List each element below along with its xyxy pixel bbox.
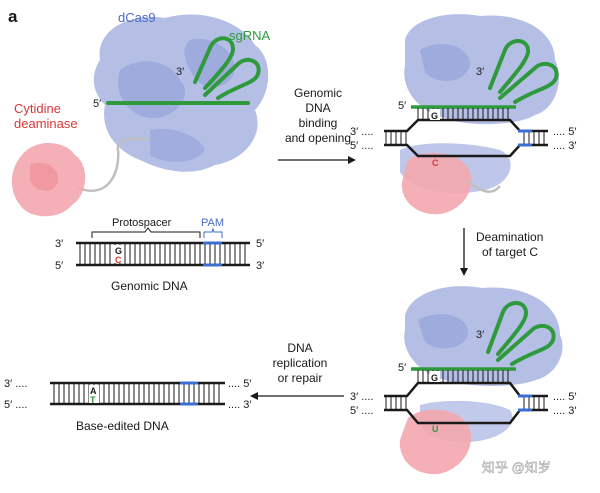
- sgrna-label: sgRNA: [229, 28, 271, 43]
- dna-bound-bottom-right-rungs: [385, 396, 545, 410]
- genomic-dna-3prime-right: 3′: [256, 260, 264, 272]
- sgrna-top-right: [488, 39, 559, 104]
- genomic-dna-rungs: [79, 243, 246, 265]
- dcas9-label: dCas9: [118, 10, 156, 25]
- edited-dna-3prime-right: .... 3′: [228, 399, 251, 411]
- step-binding-line-2: DNA: [305, 101, 330, 115]
- edited-dna-5prime-left: 5′ ....: [4, 399, 27, 411]
- rna-5prime-top-right: 5′: [398, 100, 406, 112]
- step-binding-line-4: and opening: [285, 131, 351, 145]
- genomic-dna-label: Genomic DNA: [111, 279, 188, 293]
- dna-5prime-right-bottom-right: .... 5′: [553, 391, 576, 403]
- genomic-dna: G C: [76, 241, 250, 267]
- sgrna-3prime-bottom-right: 3′: [476, 329, 484, 341]
- dna-5prime-left-top-right: 5′ ....: [350, 140, 373, 152]
- dna-3prime-left-bottom-right: 3′ ....: [350, 391, 373, 403]
- dna-5prime-right-top-right: .... 5′: [553, 126, 576, 138]
- genomic-dna-base-c: C: [115, 255, 122, 265]
- bottom-right-base-u: U: [432, 424, 439, 434]
- genomic-dna-5prime-right: 5′: [256, 238, 264, 250]
- top-right-base-g: G: [431, 111, 438, 121]
- genomic-dna-base-g: G: [115, 246, 122, 256]
- protospacer-label: Protospacer: [112, 217, 172, 229]
- dna-bound-top-right-rungs: [385, 131, 545, 145]
- step-replication-line-2: replication: [273, 356, 328, 370]
- sgrna-5prime-top-left: 5′: [93, 98, 101, 110]
- deaminase-blob-top-left: [11, 142, 86, 217]
- deaminase-label: deaminase: [14, 116, 78, 131]
- base-edited-dna-rungs: [53, 383, 220, 404]
- dna-3prime-left-top-right: 3′ ....: [350, 126, 373, 138]
- dna-3prime-right-bottom-right: .... 3′: [553, 405, 576, 417]
- edited-dna-3prime-left: 3′ ....: [4, 378, 27, 390]
- genomic-dna-5prime-left: 5′: [55, 260, 63, 272]
- bottom-right-base-g: G: [431, 373, 438, 383]
- rna-5prime-bottom-right: 5′: [398, 362, 406, 374]
- dna-3prime-right-top-right: .... 3′: [553, 140, 576, 152]
- watermark: 知乎 @知岁: [482, 460, 551, 475]
- sgrna-3prime-top-left: 3′: [176, 66, 184, 78]
- pam-label: PAM: [201, 217, 224, 229]
- edited-dna-5prime-right: .... 5′: [228, 378, 251, 390]
- edited-dna-base-a: A: [90, 386, 97, 396]
- edited-dna-base-t: T: [90, 395, 96, 405]
- genomic-dna-3prime-left: 3′: [55, 238, 63, 250]
- step-binding-line-1: Genomic: [294, 86, 342, 100]
- sgrna-top-left: [106, 36, 261, 105]
- base-edited-dna: A T: [50, 381, 225, 406]
- deaminase-blob-bottom-right: [399, 409, 472, 475]
- cytidine-label: Cytidine: [14, 101, 61, 116]
- top-right-base-c: C: [432, 158, 439, 168]
- base-edited-dna-label: Base-edited DNA: [76, 419, 169, 433]
- panel-letter: a: [8, 7, 18, 26]
- deaminase-blob-top-right: [401, 153, 472, 215]
- step-replication-line-1: DNA: [287, 341, 312, 355]
- linker-top-left: [77, 137, 151, 192]
- dna-5prime-left-bottom-right: 5′ ....: [350, 405, 373, 417]
- step-deamination-line-2: of target C: [482, 245, 538, 259]
- step-binding-line-3: binding: [299, 116, 338, 130]
- step-replication-line-3: or repair: [278, 371, 323, 385]
- step-deamination-line-1: Deamination: [476, 230, 543, 244]
- sgrna-bottom-right: [486, 301, 556, 366]
- sgrna-3prime-top-right: 3′: [476, 66, 484, 78]
